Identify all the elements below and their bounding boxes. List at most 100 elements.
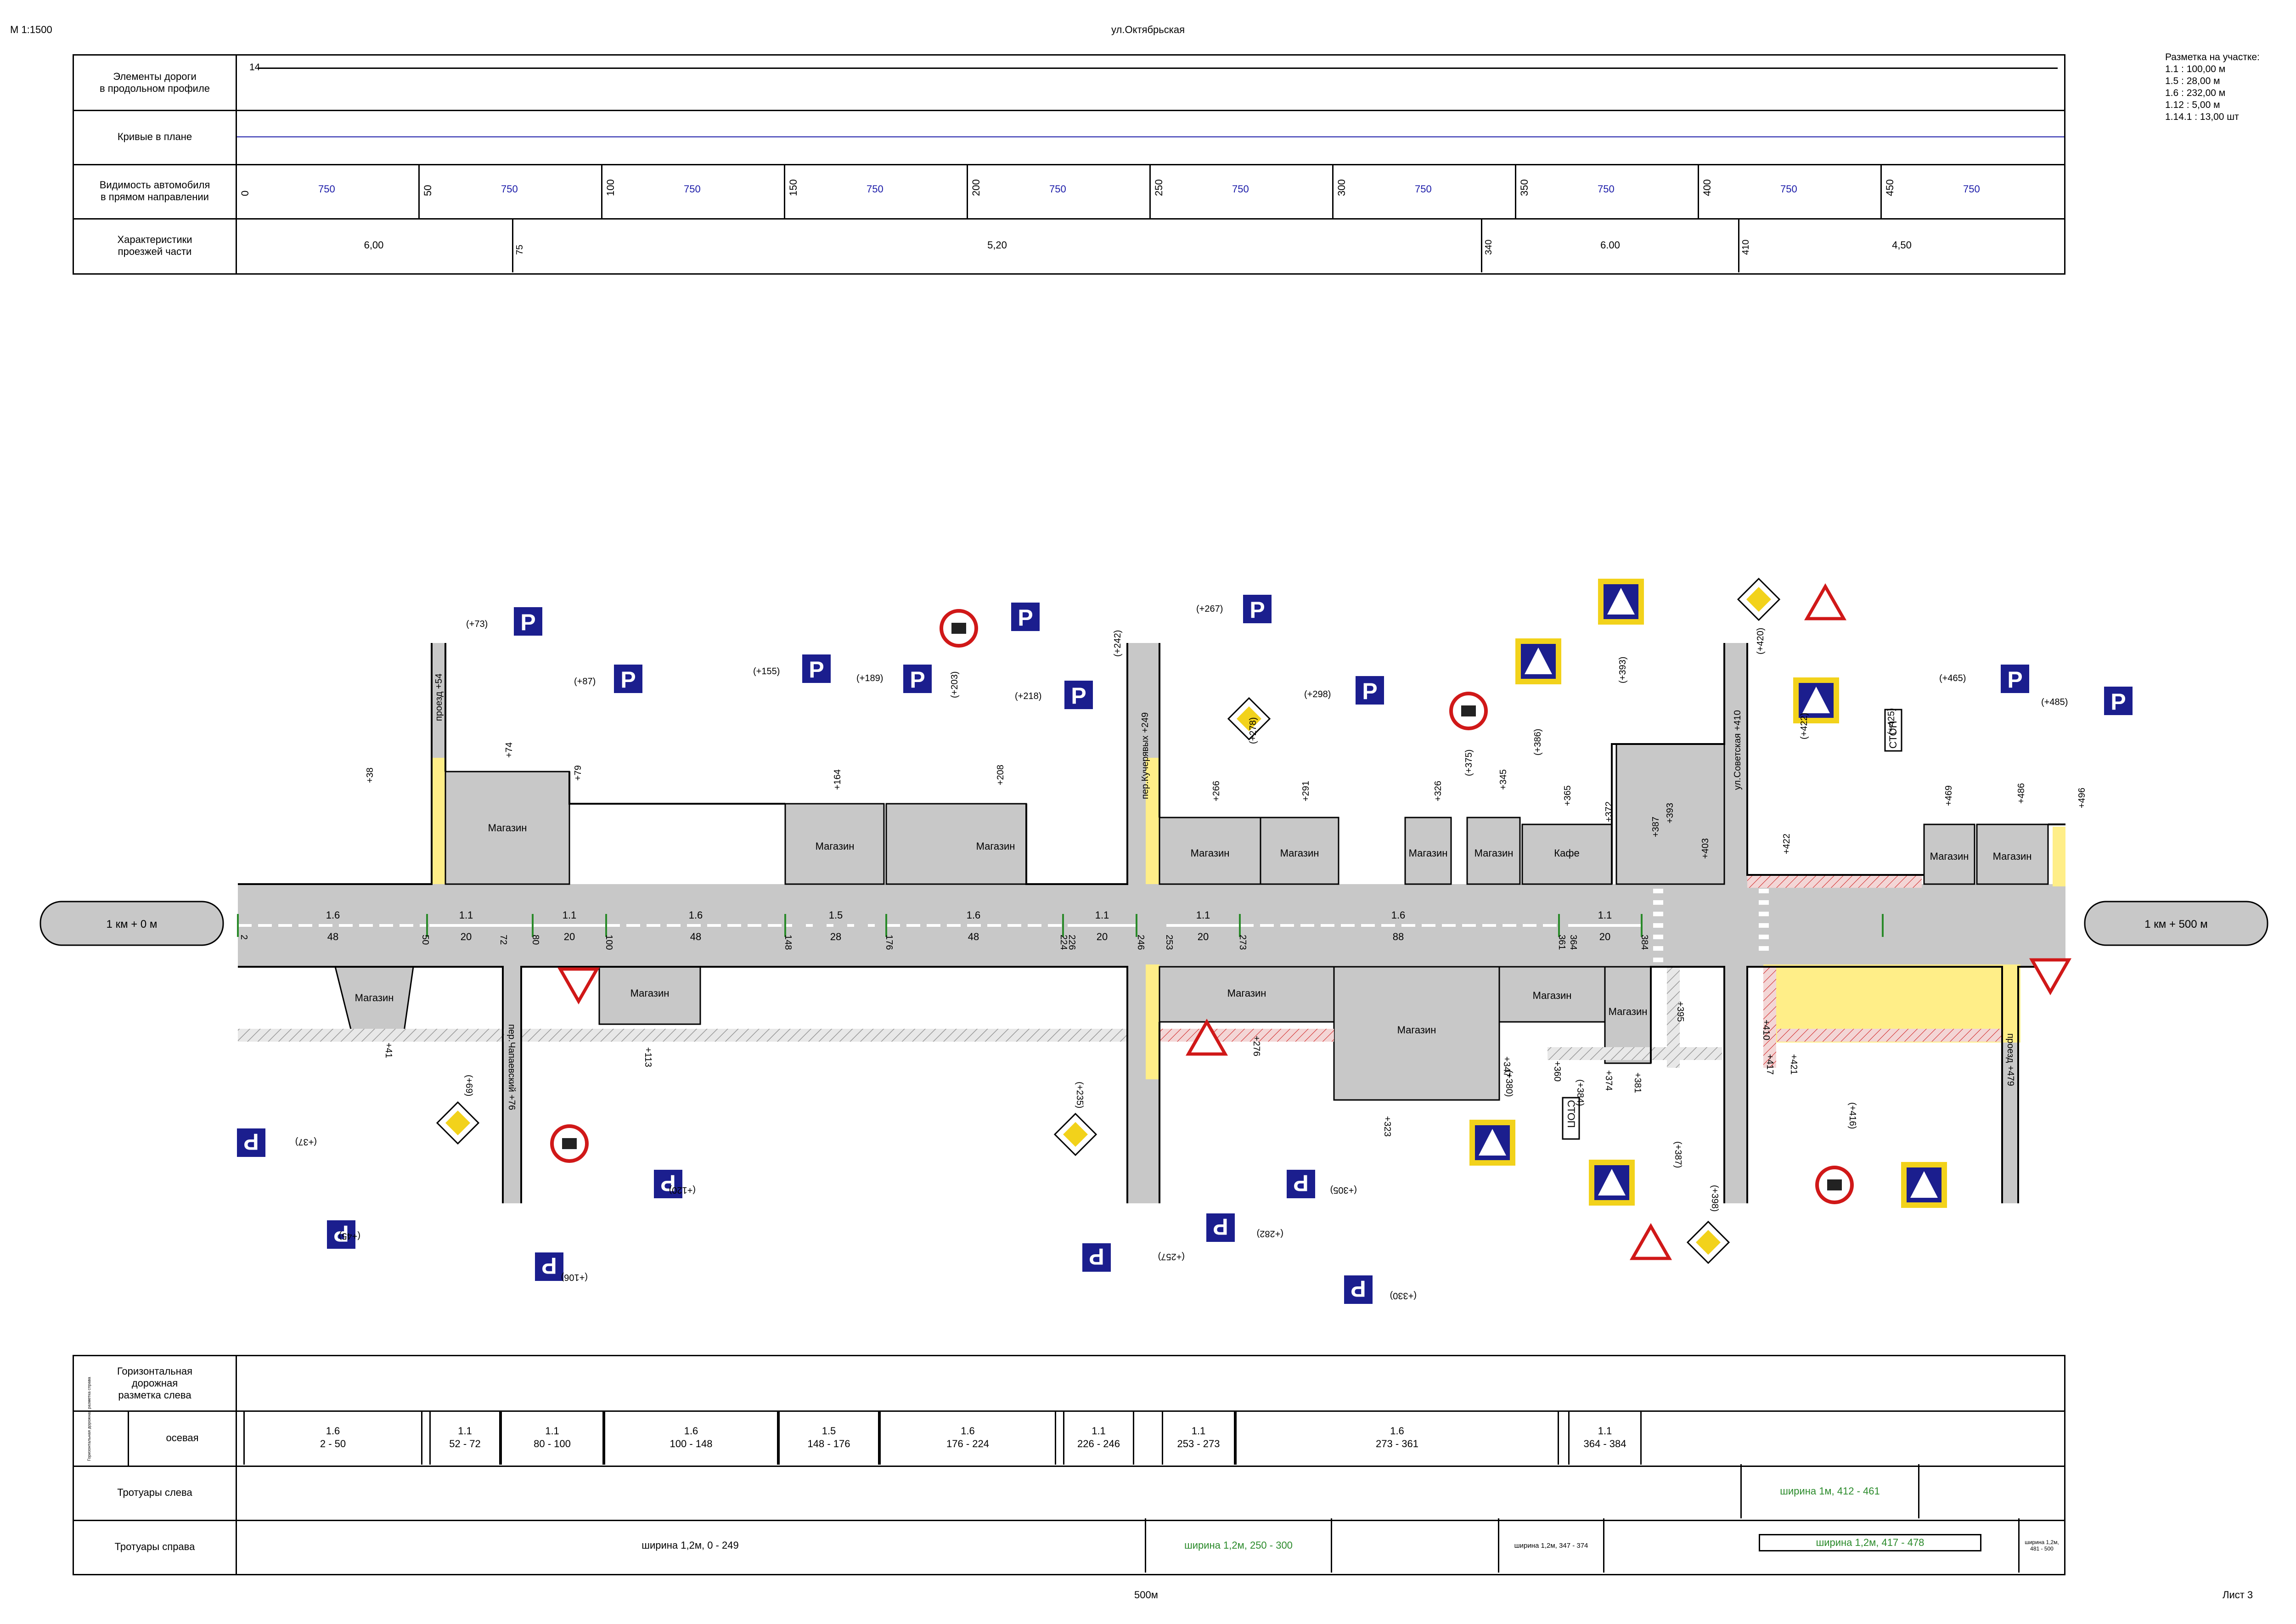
road-width-cell: 6.00 (1481, 218, 1738, 272)
road-width-cell: 4,50 (1738, 218, 2064, 272)
start-km-badge: 1 км + 0 м (39, 901, 224, 946)
sidewalk (1777, 1029, 2002, 1042)
chainage-top: +469 (1944, 785, 1954, 806)
axial-range: 100 - 148 (670, 1438, 713, 1449)
visibility-divider (967, 164, 968, 218)
picket-top: (+485) (2041, 697, 2068, 707)
picket-top: (+425) (1886, 708, 1896, 735)
svg-text:P: P (1351, 1276, 1366, 1302)
building (1615, 743, 1725, 885)
building (1923, 823, 1975, 885)
shop-label: Магазин (816, 840, 855, 852)
svg-text:P: P (1018, 605, 1033, 631)
chainage-bottom: +360 (1552, 1061, 1562, 1082)
row-right-sidewalk-label: Тротуары справа (74, 1520, 237, 1574)
marking-summary: Разметка на участке: 1.1 : 100,00 м 1.5 … (2165, 51, 2260, 123)
parking-sign-icon: P (1342, 1274, 1374, 1306)
chainage-bottom: +381 (1632, 1072, 1643, 1093)
svg-text:P: P (1293, 1170, 1308, 1196)
row-left-marking-label: Горизонтальная дорожная разметка слева (74, 1356, 237, 1410)
chainage-bottom: +417 (1765, 1054, 1775, 1075)
building (1498, 966, 1606, 1023)
shop-label: Магазин (1474, 847, 1514, 859)
marking-type-label: 1.6 (1391, 909, 1406, 921)
parking-sign-icon: P (512, 605, 544, 637)
svg-text:P: P (243, 1129, 259, 1155)
station-mark: 253 (1164, 935, 1174, 950)
axial-type: 1.1 (1598, 1425, 1612, 1437)
chainage-bottom: +421 (1789, 1054, 1799, 1075)
row-right-side-label: Горизонтальная дорожная разметка справа (74, 1377, 129, 1466)
visibility-value: 750 (1598, 183, 1615, 195)
road-width-value: 4,50 (1892, 239, 1912, 251)
building (1521, 823, 1613, 885)
parking-sign-icon: P (1009, 601, 1041, 633)
svg-text:P: P (2007, 667, 2022, 693)
visibility-value: 750 (1963, 183, 1980, 195)
axial-type: 1.6 (961, 1425, 975, 1437)
summary-item: 1.1 : 100,00 м (2165, 64, 2226, 74)
shop-label: Магазин (1191, 847, 1230, 859)
picket-bottom: (+416) (1847, 1102, 1857, 1129)
station-mark: 72 (498, 935, 508, 945)
svg-text:P: P (660, 1170, 675, 1196)
row-axial-label: осевая (129, 1410, 237, 1466)
chainage-bottom: +347 (1502, 1056, 1512, 1077)
axial-range: 148 - 176 (807, 1438, 850, 1449)
parking-sign-icon: P (1241, 593, 1273, 625)
svg-text:P: P (541, 1253, 557, 1279)
chainage-top: +164 (833, 769, 843, 790)
parking-sign-icon: P (1063, 679, 1095, 711)
marking-type-label: 1.5 (829, 909, 843, 921)
picket-bottom: (+257) (1158, 1252, 1185, 1262)
road-width-cell: 5,20 (512, 218, 1481, 272)
parking-sign-icon: P (1285, 1168, 1317, 1200)
yellow-zone (432, 758, 445, 884)
road-width-value: 6.00 (1600, 239, 1620, 251)
summary-item: 1.5 : 28,00 м (2165, 76, 2220, 86)
no-stopping-sign-icon (1449, 692, 1488, 730)
marking-length-label: 48 (327, 931, 338, 942)
shop-label: Магазин (1409, 847, 1448, 859)
sidewalk (1763, 967, 1776, 1068)
start-km-text: 1 км + 0 м (107, 918, 158, 930)
station-mark: 100 (604, 935, 614, 950)
picket-top: (+278) (1248, 717, 1258, 744)
parking-sign-icon: P (2102, 685, 2134, 717)
side-street-chapaev (503, 964, 521, 1203)
footer-length: 500м (1134, 1589, 1158, 1601)
row-road-label: Характеристики проезжей части (74, 218, 237, 273)
svg-text:P: P (620, 667, 636, 693)
chainage-top: +393 (1665, 803, 1675, 823)
marking-length-label: 20 (564, 931, 575, 942)
shop-label: Магазин (1930, 851, 1969, 862)
main-road-sign-icon (1053, 1112, 1097, 1156)
picket-bottom: (+45) (339, 1231, 360, 1241)
yellow-zone (1146, 758, 1159, 884)
road-width-value: 6,00 (364, 239, 384, 251)
parking-sign-icon: P (1080, 1241, 1113, 1274)
side-street-sovetskaya-north (1724, 643, 1747, 886)
visibility-divider (1332, 164, 1334, 218)
visibility-divider (1149, 164, 1151, 218)
axial-type: 1.1 (458, 1425, 472, 1437)
chainage-top: +387 (1651, 817, 1661, 837)
station-mark: 80 (530, 935, 540, 945)
scale-label: М 1:1500 (10, 24, 52, 35)
shop-label: Магазин (355, 992, 394, 1004)
shop-label: Магазин (630, 987, 670, 999)
pedestrian-crossing-sign-icon (1598, 579, 1644, 625)
shop-label: Магазин (1609, 1006, 1648, 1017)
visibility-value: 750 (1232, 183, 1249, 195)
visibility-divider (418, 164, 420, 218)
shop-label: Магазин (1280, 847, 1319, 859)
chainage-bottom: +41 (383, 1043, 394, 1058)
parking-sign-icon: P (652, 1168, 684, 1200)
marking-length-label: 48 (968, 931, 979, 942)
svg-text:P: P (1213, 1214, 1228, 1240)
axial-type: 1.1 (545, 1425, 559, 1437)
